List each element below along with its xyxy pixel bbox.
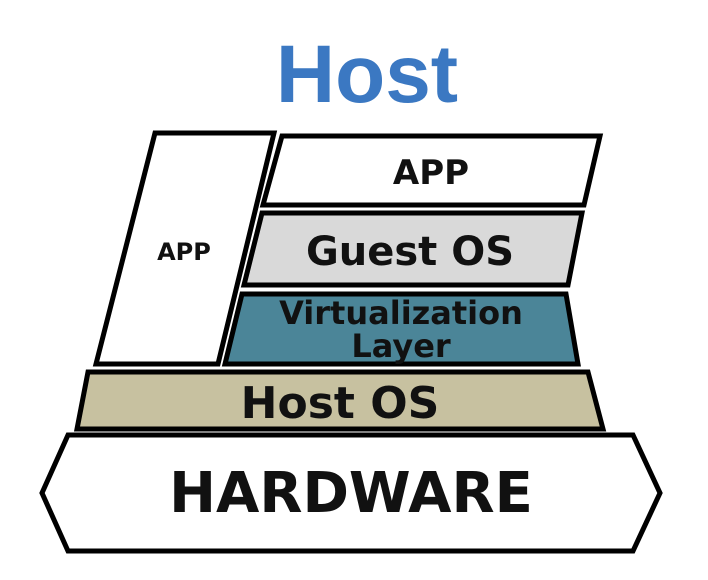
guest-os-label: Guest OS xyxy=(306,229,514,275)
host-app-box xyxy=(92,130,278,367)
host-os-box xyxy=(73,369,607,432)
virtualization-label-line2: Layer xyxy=(351,327,451,365)
hardware-box xyxy=(39,432,663,554)
virtualization-label-line1: Virtualization xyxy=(279,294,523,332)
host-app-label: APP xyxy=(157,238,211,266)
virtualization-layer-box xyxy=(221,291,581,367)
diagram-title: Host xyxy=(276,29,458,120)
host-os-label: Host OS xyxy=(241,378,440,429)
hardware-label: HARDWARE xyxy=(169,461,533,526)
guest-os-box xyxy=(240,210,586,288)
guest-app-label: APP xyxy=(393,153,469,193)
guest-app-box xyxy=(259,133,604,208)
